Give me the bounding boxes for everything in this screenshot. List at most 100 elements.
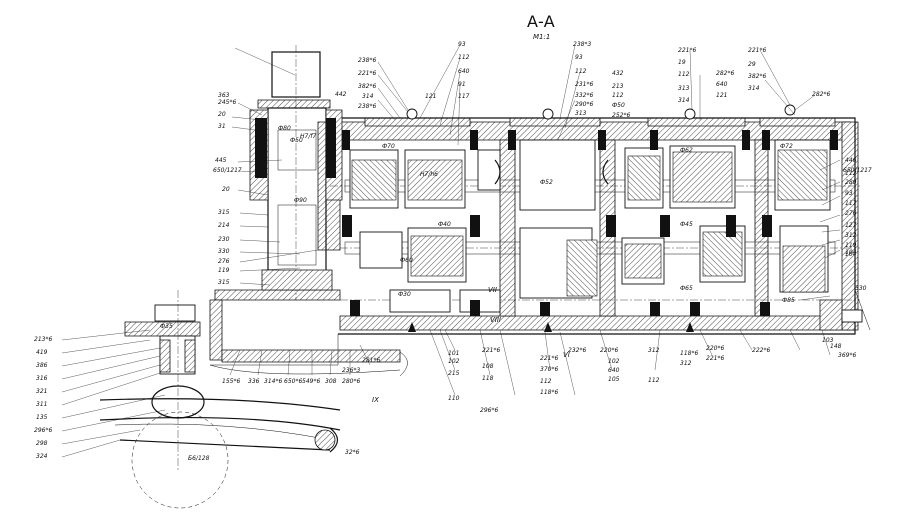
callout-label: 446 bbox=[845, 157, 857, 164]
callout-label: 236*3 bbox=[342, 367, 360, 374]
callout-label: 282*6 bbox=[812, 91, 830, 98]
callout-label: 29 bbox=[748, 61, 756, 68]
callout-label: 313 bbox=[575, 110, 587, 117]
callout-label: 112 bbox=[845, 170, 857, 177]
callout-label: 231*6 bbox=[575, 81, 593, 88]
callout-label: Ф50 bbox=[612, 102, 625, 109]
callout-label: 650/1217 bbox=[843, 167, 872, 174]
labels-left: 363 245*6 20 31 445 650/1217 20 315 214 … bbox=[34, 92, 242, 460]
callout-label: 32*6 bbox=[345, 449, 360, 456]
callout-label: 221*6 bbox=[678, 47, 696, 54]
dimension-texts: Ф80 Ф50 Ф35 Н7/f7 Н7/h6 Ф40 Ф70 Ф90 Ф60 … bbox=[160, 125, 795, 330]
callout-label: 121 bbox=[716, 92, 727, 99]
callout-label: 245*6 bbox=[218, 99, 236, 106]
callout-label: 112 bbox=[648, 377, 660, 384]
callout-label: 640 bbox=[716, 81, 728, 88]
dimension-label: Ф40 bbox=[438, 221, 451, 228]
callout-label: 31 bbox=[218, 123, 226, 130]
dimension-label: Ф65 bbox=[680, 285, 693, 292]
dimension-label: Ф72 bbox=[780, 143, 793, 150]
callout-label: 221*6 bbox=[748, 47, 766, 54]
callout-label: 282*6 bbox=[716, 70, 734, 77]
callout-label: 112 bbox=[612, 92, 624, 99]
callout-label: 238*3 bbox=[573, 41, 591, 48]
callout-label: 214 bbox=[218, 222, 230, 229]
dimension-label: Н7/f7 bbox=[300, 133, 316, 140]
callout-label: 280*6 bbox=[342, 378, 360, 385]
callout-label: 93 bbox=[458, 41, 466, 48]
callout-label: 102 bbox=[448, 358, 460, 365]
callout-label: 330 bbox=[218, 248, 230, 255]
callout-label: 276 bbox=[845, 210, 857, 217]
dimension-label: Ф45 bbox=[680, 221, 693, 228]
callout-label: 213*6 bbox=[34, 336, 52, 343]
dimension-label: Ф52 bbox=[540, 179, 553, 186]
callout-label: 215 bbox=[448, 370, 460, 377]
callout-label: 119 bbox=[218, 267, 230, 274]
callout-label: 110 bbox=[448, 395, 460, 402]
callout-label: 222*6 bbox=[752, 347, 770, 354]
callout-label: 93 bbox=[575, 54, 583, 61]
dimension-label: Ф50 bbox=[290, 137, 303, 144]
callout-label: 108 bbox=[482, 363, 494, 370]
callout-label: 127 bbox=[845, 222, 857, 229]
callout-label: 238*6 bbox=[358, 57, 376, 64]
left-drive-assembly bbox=[99, 290, 408, 509]
gears-lower-row bbox=[359, 225, 829, 313]
callout-label: 221*6 bbox=[540, 355, 558, 362]
callout-label: 112 bbox=[458, 54, 470, 61]
callout-label: 93 bbox=[845, 190, 853, 197]
callout-label: 20 bbox=[222, 186, 230, 193]
callout-label: 315 bbox=[218, 279, 230, 286]
callout-label: 312 bbox=[845, 232, 857, 239]
view-mark: IX bbox=[372, 396, 379, 404]
dimension-label: Ф70 bbox=[382, 143, 395, 150]
callout-label: 119 bbox=[845, 242, 857, 249]
labels-top: 238*6 221*6 382*6 314 238*6 442 121 93 1… bbox=[335, 41, 872, 258]
callout-label: 312 bbox=[648, 347, 660, 354]
callout-label: 386 bbox=[36, 362, 48, 369]
callout-label: 640 bbox=[608, 367, 620, 374]
dimension-label: Ф85 bbox=[782, 297, 795, 304]
housing bbox=[209, 117, 859, 366]
callout-label: 313 bbox=[678, 85, 690, 92]
callout-label: 369*6 bbox=[838, 352, 856, 359]
section-title: А-А bbox=[527, 12, 555, 31]
callout-label: 91 bbox=[458, 81, 466, 88]
callout-label: 238*6 bbox=[358, 103, 376, 110]
dimension-label: Ф90 bbox=[294, 197, 307, 204]
callout-label: 321 bbox=[36, 388, 47, 395]
input-shaft-assembly bbox=[249, 45, 343, 300]
callout-label: 221*6 bbox=[358, 70, 376, 77]
callout-label: 117 bbox=[845, 200, 857, 207]
callout-label: 117 bbox=[458, 93, 470, 100]
callout-label: 324 bbox=[36, 453, 48, 460]
callout-label: 112 bbox=[575, 68, 587, 75]
callout-label: 650*6 bbox=[284, 378, 302, 385]
callout-label: 382*6 bbox=[358, 83, 376, 90]
callout-label: 419 bbox=[36, 349, 48, 356]
callout-label: 20 bbox=[218, 111, 226, 118]
callout-label: 230 bbox=[218, 236, 230, 243]
callout-label: 252*6 bbox=[612, 112, 630, 119]
callout-label: 105 bbox=[608, 376, 620, 383]
scale-label: М1:1 bbox=[533, 33, 550, 41]
dimension-label: Ф30 bbox=[398, 291, 411, 298]
bearings bbox=[342, 104, 838, 332]
callout-label: 298 bbox=[36, 440, 48, 447]
callout-label: 640 bbox=[458, 68, 470, 75]
callout-label: 315 bbox=[218, 209, 230, 216]
callout-label: 312 bbox=[680, 360, 692, 367]
callout-label: 102 bbox=[608, 358, 620, 365]
callout-label: 549*6 bbox=[302, 378, 320, 385]
callout-label: 148 bbox=[830, 343, 842, 350]
output-flange bbox=[819, 289, 871, 331]
callout-label: 363 bbox=[218, 92, 230, 99]
labels-bottom: 155*6 336 314*6 650*6 549*6 308 280*6 23… bbox=[188, 249, 867, 462]
callout-label: 296*6 bbox=[480, 407, 498, 414]
callout-label: 314 bbox=[748, 85, 760, 92]
callout-label: 314*6 bbox=[264, 378, 282, 385]
callout-label: Б6/128 bbox=[188, 455, 210, 462]
